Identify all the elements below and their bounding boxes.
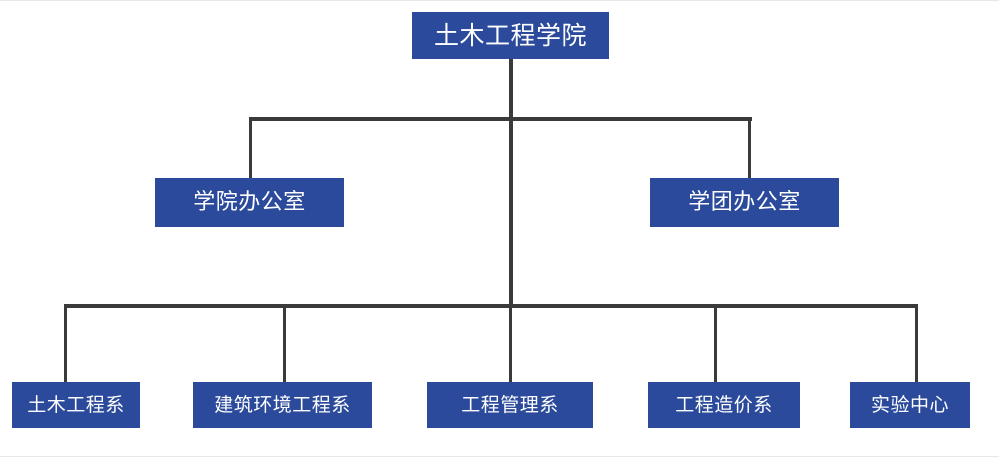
org-node-root[interactable]: 土木工程学院: [412, 12, 609, 59]
org-node-experiment-center-label: 实验中心: [870, 393, 949, 416]
org-node-engineering-management-dept-label: 工程管理系: [461, 393, 559, 416]
connector-drop-level2-0: [249, 117, 252, 179]
connector-root-trunk: [509, 59, 513, 308]
org-node-civil-engineering-dept[interactable]: 土木工程系: [12, 382, 140, 428]
org-node-college-office[interactable]: 学院办公室: [155, 178, 344, 227]
connector-level3-bus: [64, 304, 918, 308]
connector-drop-level3-0: [64, 304, 67, 383]
org-node-experiment-center[interactable]: 实验中心: [850, 382, 970, 428]
org-node-engineering-cost-dept-label: 工程造价系: [675, 393, 773, 416]
org-node-engineering-management-dept[interactable]: 工程管理系: [427, 382, 593, 428]
connector-drop-level2-1: [748, 117, 751, 179]
org-node-root-label: 土木工程学院: [433, 21, 587, 50]
org-node-college-office-label: 学院办公室: [193, 189, 306, 215]
org-node-civil-engineering-dept-label: 土木工程系: [27, 393, 125, 416]
org-node-student-union-office[interactable]: 学团办公室: [650, 178, 839, 227]
org-node-student-union-office-label: 学团办公室: [688, 189, 801, 215]
connector-drop-level3-4: [915, 304, 918, 383]
connector-drop-level3-1: [283, 304, 286, 383]
org-node-engineering-cost-dept[interactable]: 工程造价系: [648, 382, 800, 428]
connector-drop-level3-3: [714, 304, 717, 383]
connector-drop-level3-2: [509, 304, 512, 383]
org-node-building-environment-dept[interactable]: 建筑环境工程系: [193, 382, 372, 428]
org-node-building-environment-dept-label: 建筑环境工程系: [214, 393, 351, 416]
connector-level2-bus: [249, 117, 752, 121]
